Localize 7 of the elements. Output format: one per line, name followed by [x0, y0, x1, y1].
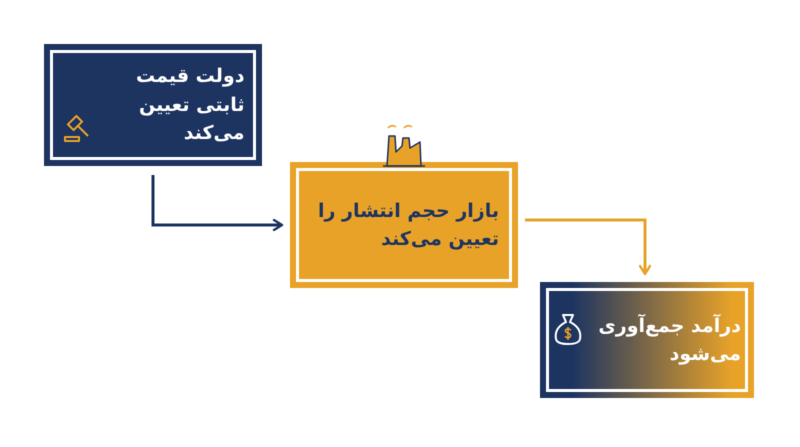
connector-arrow: [525, 218, 652, 276]
box-text: بازار حجم انتشار را تعیین می‌کند: [316, 198, 499, 252]
connector-arrow: [152, 175, 284, 232]
box-text: درآمد جمع‌آوری می‌شود: [597, 313, 741, 367]
process-box: [540, 282, 754, 398]
process-box: [44, 44, 262, 166]
box-text: دولت قیمت ثابتی تعیین می‌کند: [135, 64, 244, 146]
